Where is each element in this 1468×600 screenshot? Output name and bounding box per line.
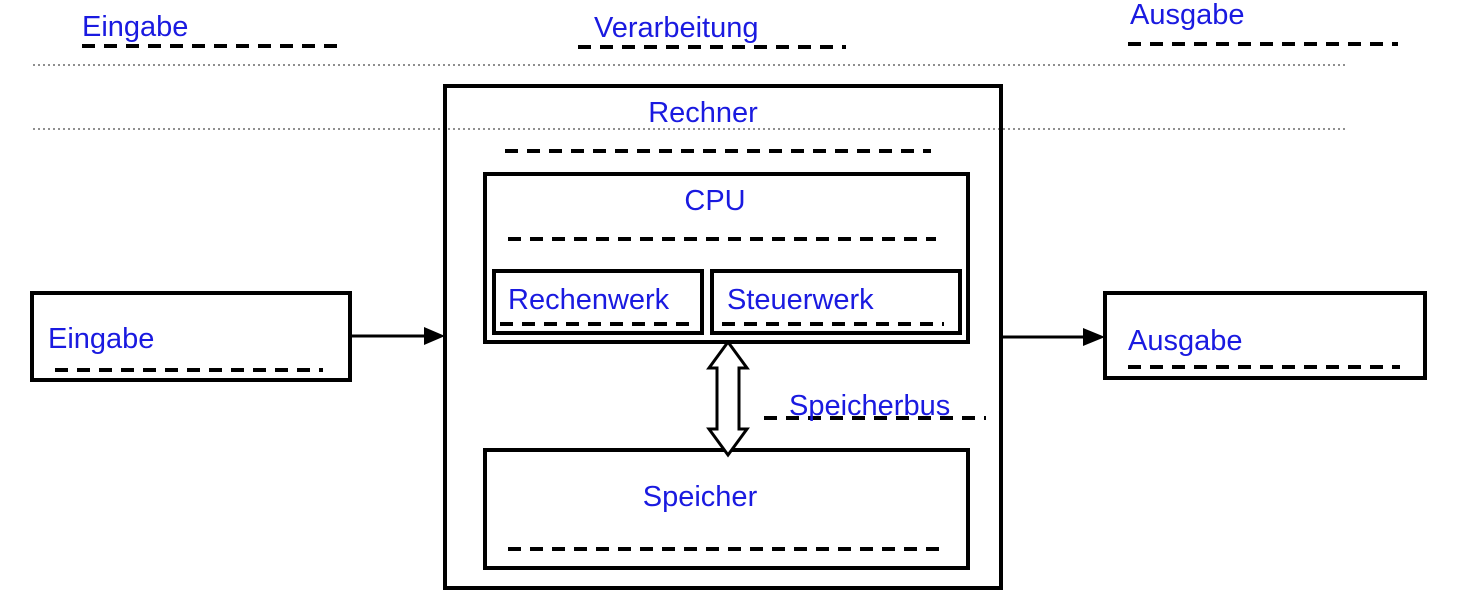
header-verarbeitung-dashed-underline xyxy=(578,45,846,49)
speicher-dashed-underline xyxy=(508,547,940,551)
header-eingabe-dashed-underline xyxy=(82,44,346,48)
rechner-box xyxy=(443,84,1003,590)
speicherbus-dashed-underline xyxy=(764,416,986,420)
steuerwerk-box xyxy=(710,269,962,335)
eingabe-box-label: Eingabe xyxy=(48,323,155,355)
rechenwerk-box xyxy=(492,269,704,335)
cpu-dashed-underline xyxy=(508,237,936,241)
rechenwerk-dashed-underline xyxy=(500,322,696,326)
header-eingabe: Eingabe xyxy=(82,11,189,43)
rechner-label: Rechner xyxy=(648,97,758,129)
rechenwerk-label: Rechenwerk xyxy=(508,284,670,316)
dotted-guide-line-second xyxy=(33,128,1348,130)
cpu-label: CPU xyxy=(684,185,746,217)
header-ausgabe-dashed-underline xyxy=(1128,42,1398,46)
speicherbus-label: Speicherbus xyxy=(789,390,951,422)
rechner-dashed-underline xyxy=(505,149,931,153)
steuerwerk-label: Steuerwerk xyxy=(727,284,874,316)
speicher-label: Speicher xyxy=(642,481,758,513)
steuerwerk-dashed-underline xyxy=(722,322,944,326)
ausgabe-dashed-underline xyxy=(1128,365,1400,369)
ausgabe-box-label: Ausgabe xyxy=(1128,325,1243,357)
ausgabe-box xyxy=(1103,291,1427,380)
eingabe-dashed-underline xyxy=(55,368,323,372)
dotted-guide-line-top xyxy=(33,64,1348,66)
eingabe-box xyxy=(30,291,352,382)
output-arrow-icon xyxy=(1003,328,1105,346)
header-verarbeitung: Verarbeitung xyxy=(594,12,759,44)
input-arrow-icon xyxy=(352,327,445,345)
header-ausgabe: Ausgabe xyxy=(1130,0,1245,31)
speicherbus-double-arrow-icon xyxy=(706,340,750,458)
